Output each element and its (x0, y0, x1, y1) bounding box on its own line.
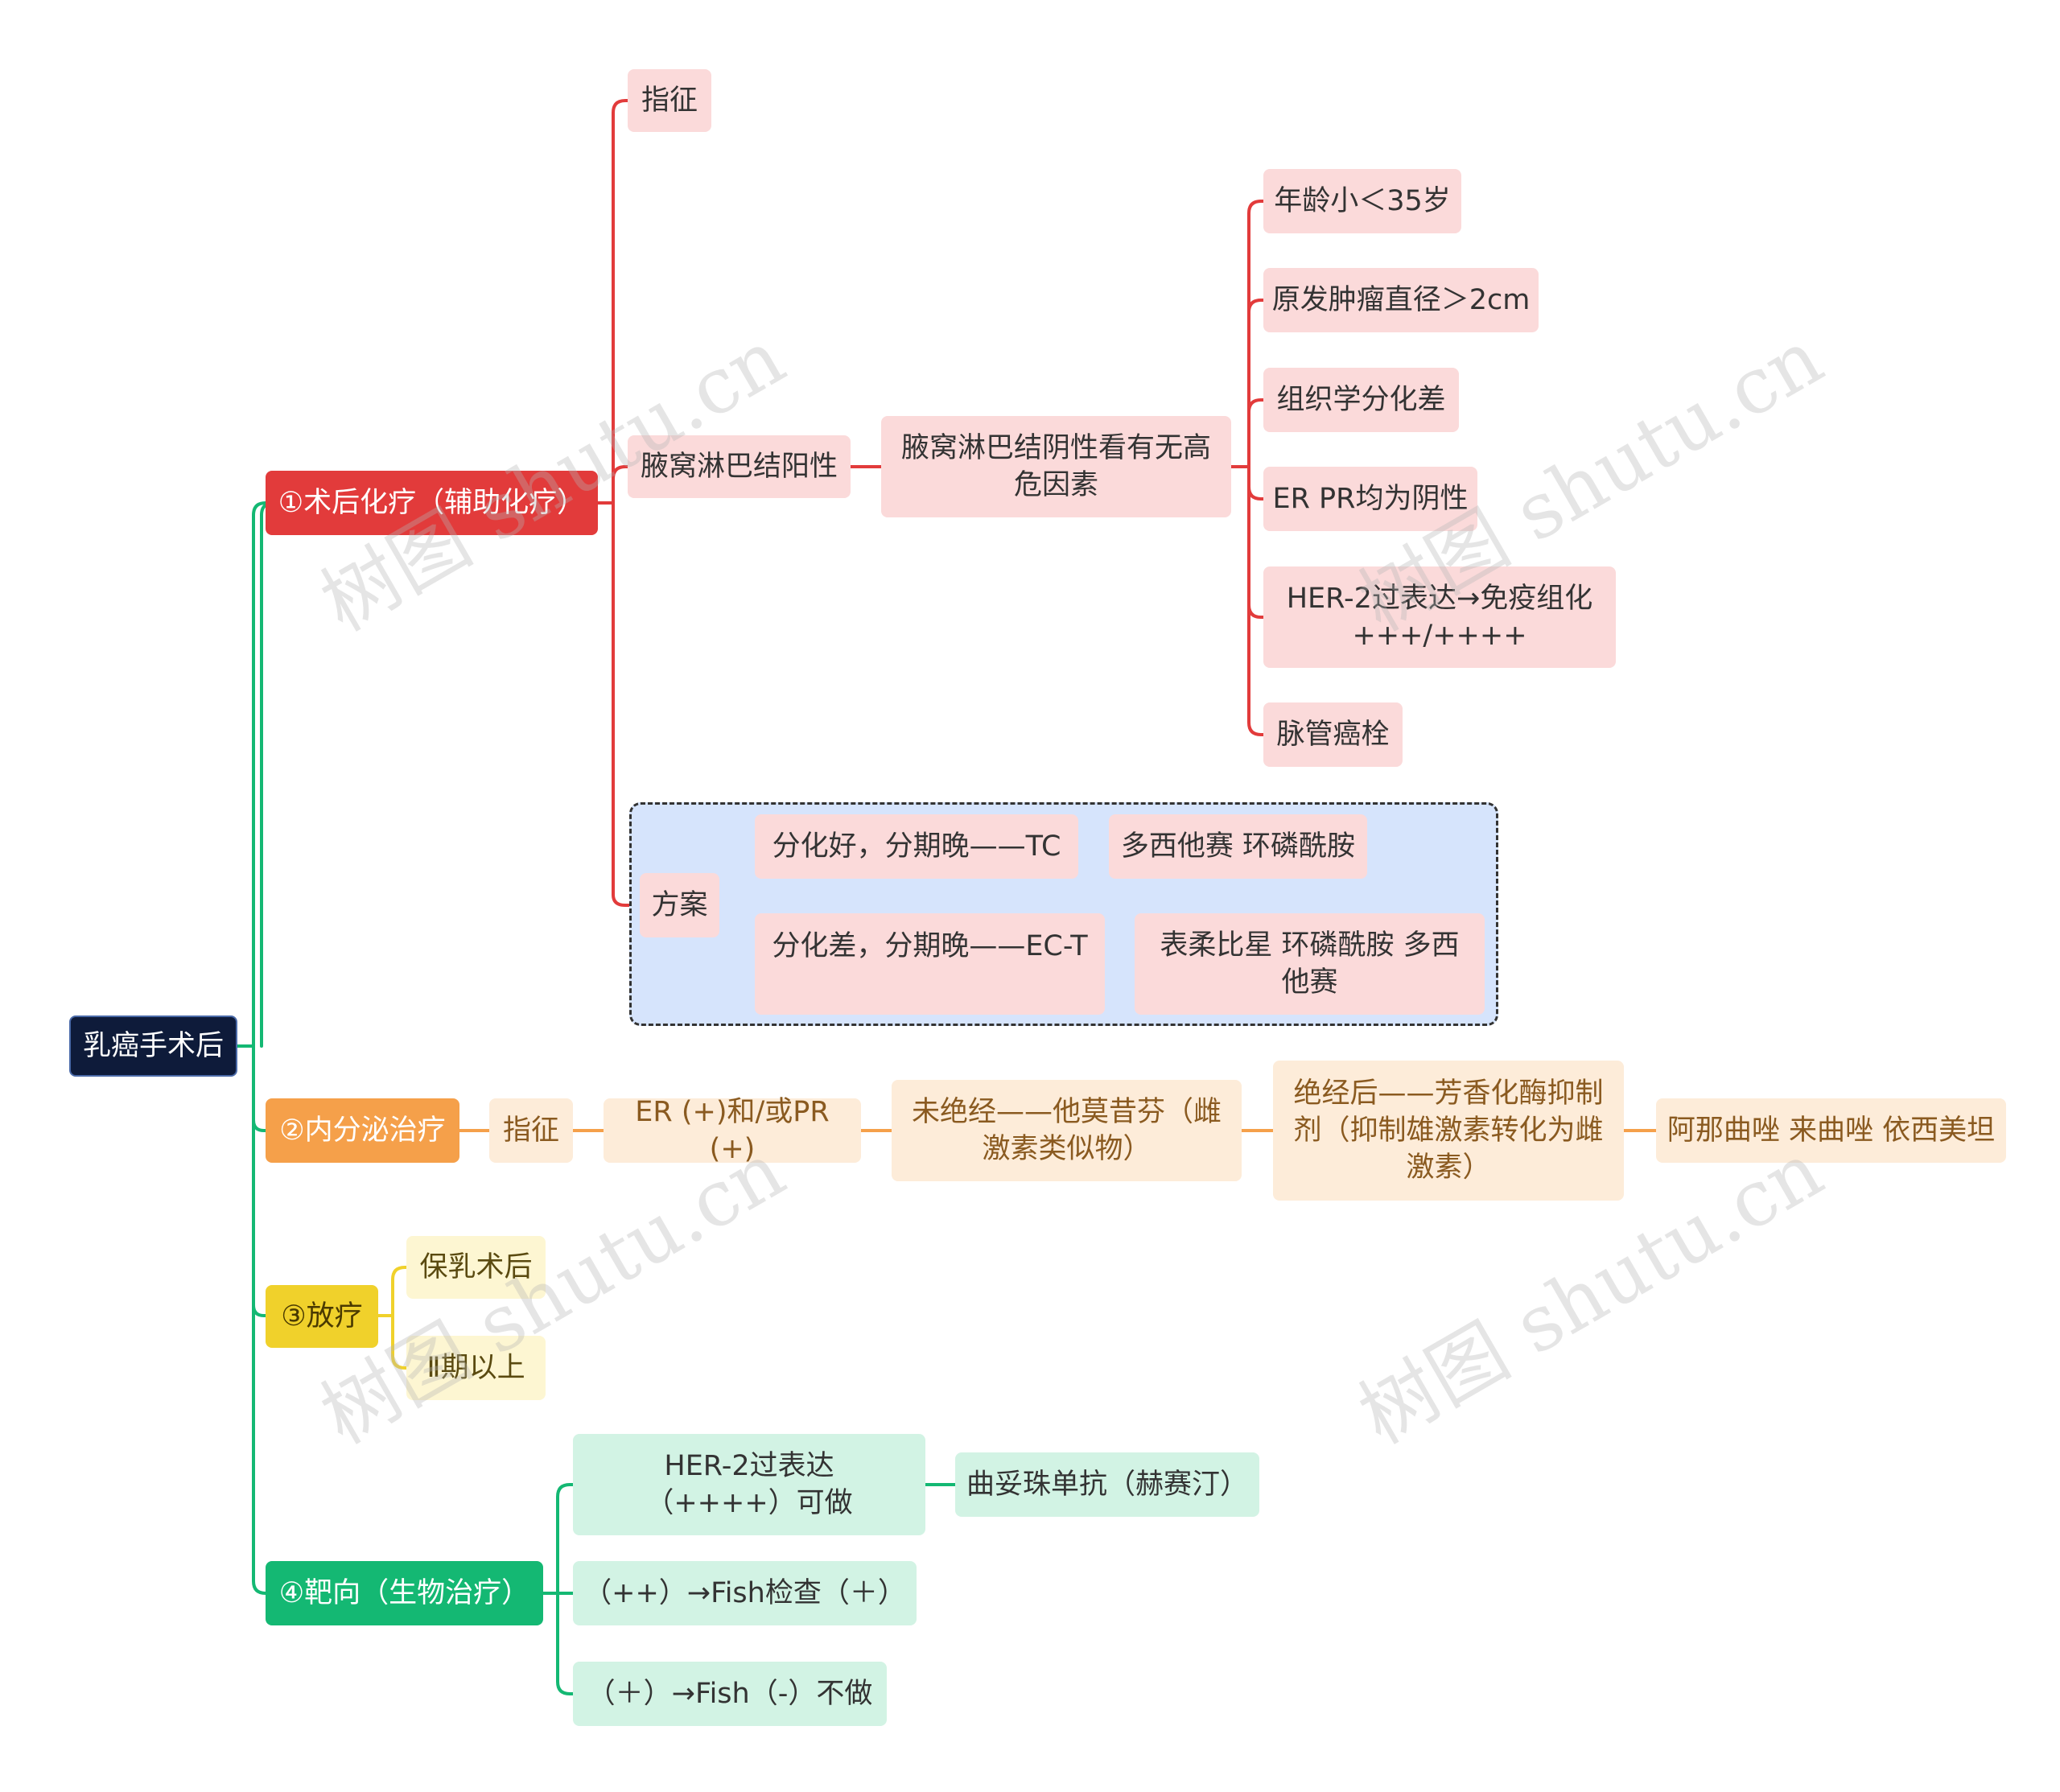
axillary-positive[interactable]: 腋窝淋巴结阳性 (628, 435, 851, 498)
plan-node[interactable]: 方案 (640, 873, 719, 937)
branch-endocrine[interactable]: ②内分泌治疗 (266, 1098, 459, 1163)
aromatase-inhibitor-drugs[interactable]: 阿那曲唑 来曲唑 依西美坦 (1656, 1098, 2006, 1163)
fish-test-negative[interactable]: （＋）→Fish（-）不做 (573, 1662, 887, 1726)
chemo-indication[interactable]: 指征 (628, 69, 711, 132)
risk-factor-tumor-size[interactable]: 原发肿瘤直径＞2cm (1263, 268, 1539, 332)
postmenopausal-ai[interactable]: 绝经后——芳香化酶抑制剂（抑制雄激素转化为雌激素） (1273, 1061, 1624, 1201)
premenopausal-tamoxifen[interactable]: 未绝经——他莫昔芬（雌激素类似物） (892, 1080, 1242, 1181)
root-node[interactable]: 乳癌手术后 (69, 1015, 237, 1077)
root-connectors (236, 501, 274, 1595)
yellow-connectors (377, 1266, 408, 1370)
radiotherapy-breast-conserving[interactable]: 保乳术后 (406, 1236, 546, 1299)
endocrine-criteria[interactable]: ER (+)和/或PR (+) (604, 1096, 861, 1165)
plan-good-differentiation[interactable]: 分化好，分期晚——TC (755, 814, 1078, 879)
radiotherapy-stage-ii[interactable]: Ⅱ期以上 (406, 1336, 546, 1400)
risk-factor-age[interactable]: 年龄小＜35岁 (1263, 169, 1461, 233)
risk-factor-vascular[interactable]: 脉管癌栓 (1263, 702, 1403, 767)
plan-poor-drugs[interactable]: 表柔比星 环磷酰胺 多西他赛 (1135, 913, 1485, 1015)
branch-chemotherapy[interactable]: ①术后化疗（辅助化疗） (266, 471, 598, 535)
endocrine-indication[interactable]: 指征 (489, 1098, 573, 1163)
branch-radiotherapy[interactable]: ③放疗 (266, 1285, 378, 1348)
axillary-negative-risk[interactable]: 腋窝淋巴结阴性看有无高危因素 (881, 416, 1231, 517)
green-connectors (542, 1483, 957, 1695)
risk-factor-differentiation[interactable]: 组织学分化差 (1263, 368, 1459, 432)
plan-good-drugs[interactable]: 多西他赛 环磷酰胺 (1109, 814, 1367, 879)
branch-targeted[interactable]: ④靶向（生物治疗） (266, 1561, 543, 1625)
risk-factor-her2[interactable]: HER-2过表达→免疫组化+++/++++ (1263, 566, 1616, 668)
risk-factor-er-pr[interactable]: ER PR均为阴性 (1263, 467, 1477, 531)
her2-overexpression[interactable]: HER-2过表达（++++）可做 (573, 1434, 925, 1535)
fish-test-positive[interactable]: （++）→Fish检查（＋） (573, 1561, 917, 1625)
trastuzumab[interactable]: 曲妥珠单抗（赫赛汀） (955, 1452, 1259, 1517)
plan-poor-differentiation[interactable]: 分化差，分期晚——EC-T (755, 913, 1105, 1015)
